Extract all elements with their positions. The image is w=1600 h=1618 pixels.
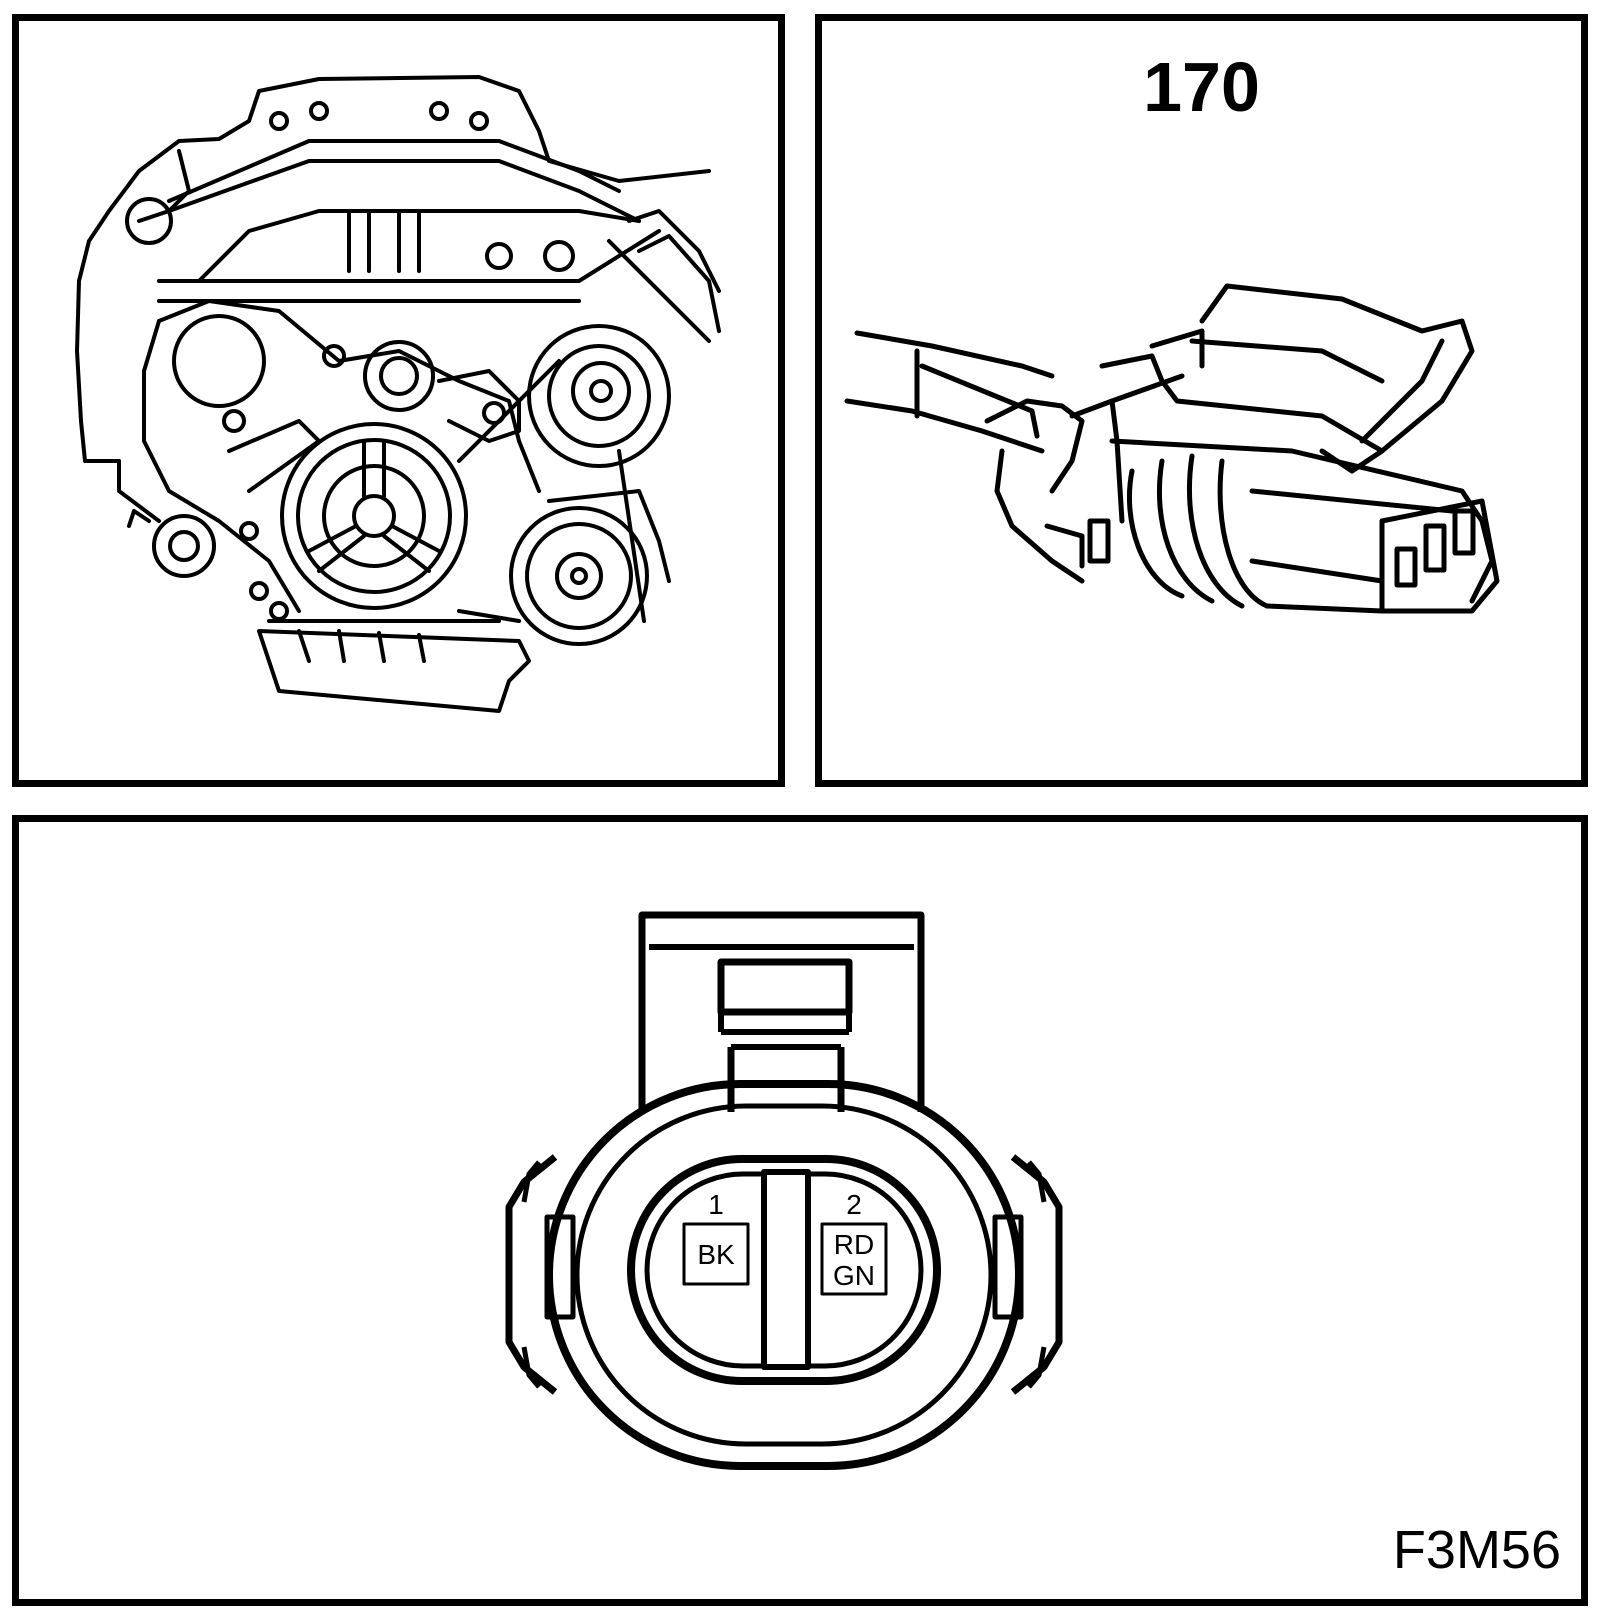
pin-2-wire-color-primary: RD — [834, 1229, 874, 1260]
pin-1-label-group: 1 BK — [697, 1189, 735, 1270]
engine-illustration — [75, 75, 721, 713]
connector-number: 170 — [1143, 48, 1260, 126]
pin-1-number: 1 — [708, 1189, 724, 1220]
pin-1-wire-color: BK — [697, 1239, 735, 1270]
pin-2-label-group: 2 RD GN — [833, 1189, 875, 1291]
engine-overview-panel — [12, 14, 785, 787]
figure-code: F3M56 — [1392, 1520, 1561, 1580]
pin-2-number: 2 — [846, 1189, 862, 1220]
connector-view-panel: 170 — [815, 14, 1588, 787]
pin-2-wire-color-secondary: GN — [833, 1260, 875, 1291]
pinout-panel: 1 BK 2 RD GN F3M56 — [12, 815, 1588, 1606]
connector-face-diagram: 1 BK 2 RD GN — [505, 911, 1063, 1470]
connector-illustration — [844, 283, 1500, 614]
